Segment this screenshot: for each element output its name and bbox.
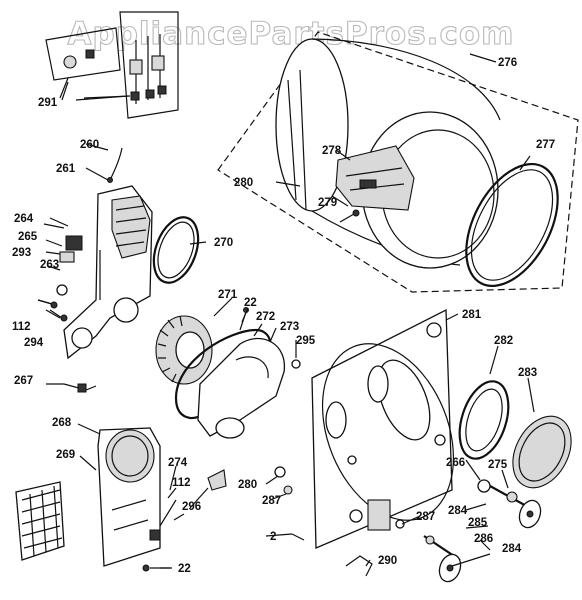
label-286: 286 <box>474 533 493 545</box>
label-280b: 280 <box>238 479 257 491</box>
label-266: 266 <box>446 457 465 469</box>
label-287a: 287 <box>262 495 281 507</box>
label-290: 290 <box>378 555 397 567</box>
label-293: 293 <box>12 247 31 259</box>
label-284a: 284 <box>448 505 468 517</box>
part-291-harness[interactable] <box>45 11 179 119</box>
leader-lines <box>37 53 535 569</box>
label-260: 260 <box>80 139 99 151</box>
label-281: 281 <box>462 309 482 321</box>
part-278-duct[interactable] <box>335 145 415 211</box>
part-280-287-hardware[interactable] <box>274 466 405 529</box>
part-273-blower-housing[interactable] <box>197 337 285 439</box>
part-2-screw[interactable] <box>291 533 305 541</box>
label-295: 295 <box>296 335 316 347</box>
label-265: 265 <box>18 231 38 243</box>
label-294: 294 <box>24 337 44 349</box>
part-269-heater[interactable] <box>15 481 65 561</box>
part-283-lint-screen[interactable] <box>501 406 582 498</box>
label-282: 282 <box>494 335 513 347</box>
part-270-gasket[interactable] <box>146 211 207 289</box>
label-268: 268 <box>52 417 72 429</box>
part-264-265-thermostat[interactable] <box>49 217 83 296</box>
part-279-screw[interactable] <box>339 209 360 223</box>
part-261-bulkhead[interactable] <box>63 185 153 360</box>
label-22b: 22 <box>178 563 191 575</box>
label-261: 261 <box>56 163 76 175</box>
label-287b: 287 <box>416 511 435 523</box>
part-281-front-panel[interactable] <box>298 308 478 549</box>
label-272: 272 <box>256 311 275 323</box>
part-271-blower-wheel[interactable] <box>155 315 213 385</box>
label-264: 264 <box>14 213 34 225</box>
label-267: 267 <box>14 375 33 387</box>
label-280a: 280 <box>234 177 253 189</box>
label-112b: 112 <box>172 477 191 489</box>
label-291: 291 <box>38 97 58 109</box>
label-277: 277 <box>536 139 555 151</box>
label-2: 2 <box>270 531 276 543</box>
label-279: 279 <box>318 197 337 209</box>
part-284-drum-roller-top[interactable] <box>516 497 544 530</box>
label-112a: 112 <box>12 321 31 333</box>
part-labels: 291 260 261 264 265 293 263 112 294 270 … <box>12 57 555 575</box>
label-275: 275 <box>488 459 508 471</box>
label-271: 271 <box>218 289 238 301</box>
part-295-screw[interactable] <box>291 359 301 369</box>
label-283: 283 <box>518 367 537 379</box>
label-284b: 284 <box>502 543 522 555</box>
label-273: 273 <box>280 321 299 333</box>
label-269: 269 <box>56 449 75 461</box>
part-267-clip[interactable] <box>63 383 97 393</box>
label-276: 276 <box>498 57 517 69</box>
label-263: 263 <box>40 259 59 271</box>
label-285: 285 <box>468 517 488 529</box>
part-268-duct[interactable] <box>97 427 161 567</box>
part-260-wire[interactable] <box>107 147 123 183</box>
label-278: 278 <box>322 145 342 157</box>
part-277-drum-seal[interactable] <box>447 149 576 301</box>
part-284-286-drum-roller-bottom[interactable] <box>423 535 464 585</box>
watermark-text: AppliancePartsPros.com <box>68 16 515 52</box>
part-282-lint-housing[interactable] <box>451 375 518 465</box>
label-296: 296 <box>182 501 201 513</box>
label-22a: 22 <box>244 297 257 309</box>
part-296-fuse[interactable] <box>207 469 227 491</box>
part-112-294-screws[interactable] <box>37 299 68 322</box>
label-274: 274 <box>168 457 188 469</box>
part-266-275-roller-shaft[interactable] <box>477 479 531 509</box>
label-270: 270 <box>214 237 233 249</box>
part-274-112-fasteners[interactable] <box>149 499 185 541</box>
part-290-clip[interactable] <box>345 555 373 577</box>
